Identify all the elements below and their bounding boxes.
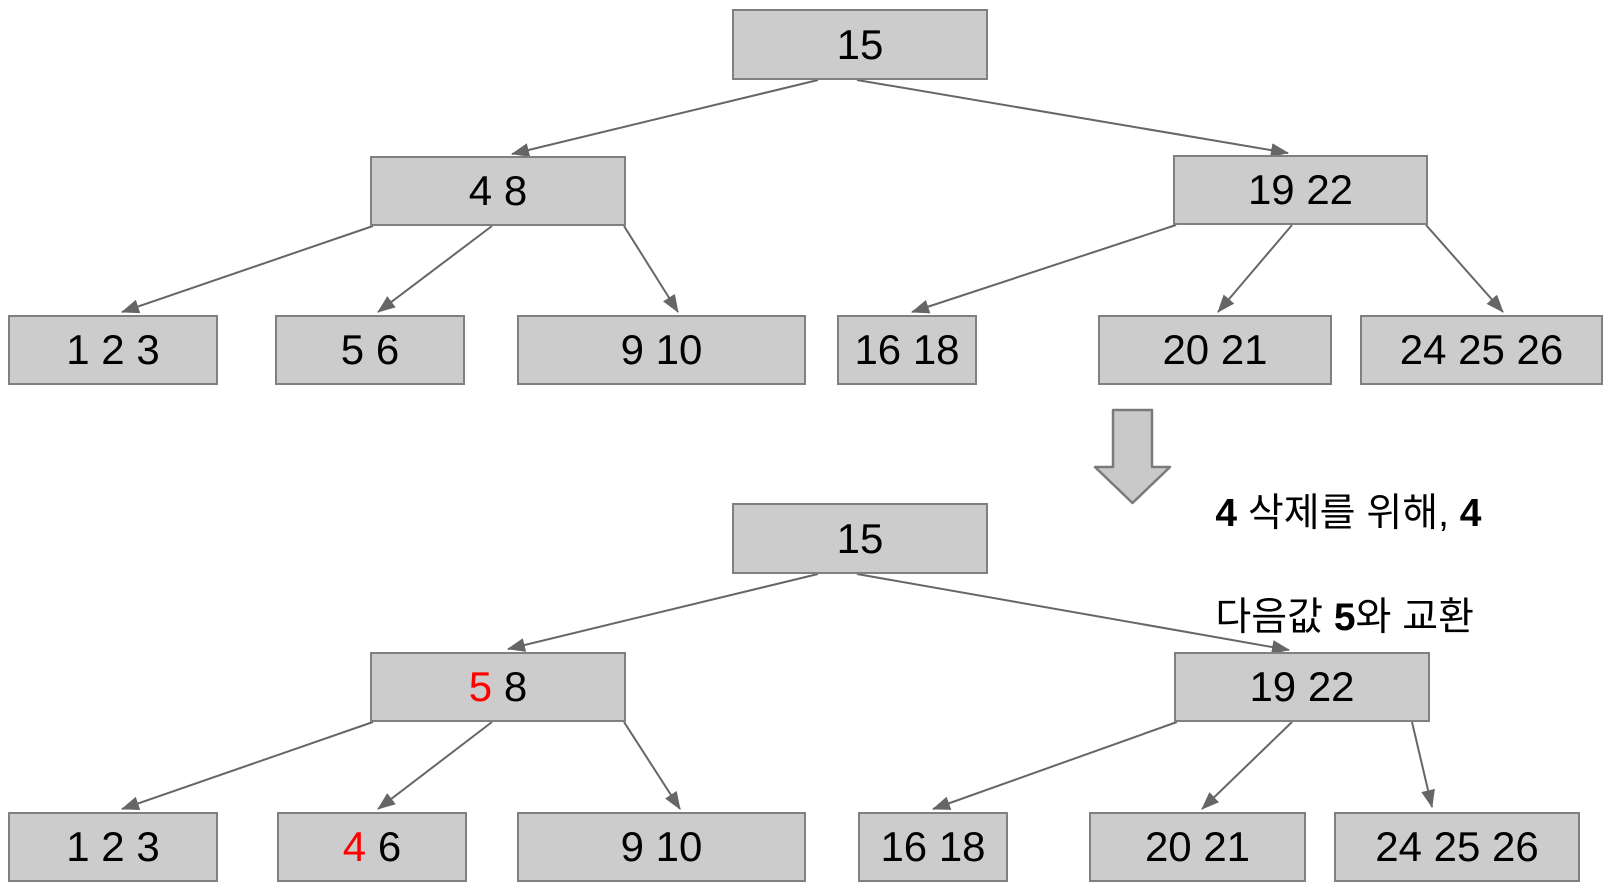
edge-after-r-child0 [932, 721, 1178, 810]
edge-before-l-child2 [623, 225, 679, 313]
node-label: 9 10 [620, 326, 703, 373]
node-label: 15 [836, 514, 884, 562]
edge-before-l-child0 [121, 225, 374, 314]
down-arrow-icon [1093, 408, 1172, 505]
edge-after-root-left [507, 573, 819, 652]
after-internal-right-node: 19 22 [1174, 652, 1430, 722]
node-label: 20 21 [1162, 326, 1268, 373]
annotation-line1: 4 삭제를 위해, 4 [1215, 492, 1482, 535]
before-leaf-5-6: 5 6 [275, 315, 465, 385]
node-label: 4 8 [468, 167, 528, 214]
node-label: 24 25 26 [1399, 326, 1564, 373]
before-leaf-1-2-3: 1 2 3 [8, 315, 218, 385]
annotation-line2: 다음값 5와 교환 [1215, 596, 1475, 639]
before-leaf-16-18: 16 18 [837, 315, 977, 385]
after-leaf-24-25-26: 24 25 26 [1334, 812, 1580, 882]
after-leaf-20-21: 20 21 [1089, 812, 1306, 882]
edge-after-r-child2 [1411, 721, 1435, 808]
after-leaf-4-6: 4 6 [277, 812, 467, 882]
before-leaf-20-21: 20 21 [1098, 315, 1332, 385]
node-label: 4 6 [342, 823, 402, 870]
before-leaf-24-25-26: 24 25 26 [1360, 315, 1603, 385]
deletion-annotation: 4 삭제를 위해, 4 다음값 5와 교환 [1172, 436, 1602, 696]
before-internal-left-node: 4 8 [370, 156, 626, 226]
swapped-value-4: 4 [342, 823, 367, 870]
node-label: 16 18 [880, 823, 986, 870]
after-root-node: 15 [732, 503, 988, 574]
after-leaf-1-2-3: 1 2 3 [8, 812, 218, 882]
after-leaf-9-10: 9 10 [517, 812, 806, 882]
after-leaf-16-18: 16 18 [858, 812, 1008, 882]
edge-after-l-child2 [623, 721, 681, 810]
edge-before-r-child1 [1217, 224, 1293, 313]
edge-after-root-right [856, 573, 1290, 654]
node-label: 5 8 [468, 663, 528, 710]
edge-before-r-child0 [911, 224, 1177, 314]
node-label: 1 2 3 [66, 326, 160, 373]
edge-before-root-left [511, 79, 819, 157]
swapped-value-5: 5 [468, 663, 493, 710]
edge-before-r-child2 [1425, 224, 1504, 313]
edge-after-l-child1 [377, 721, 493, 810]
node-label: 15 [836, 20, 884, 68]
edge-after-l-child0 [121, 721, 374, 811]
node-label: 24 25 26 [1375, 823, 1539, 870]
node-label: 16 18 [854, 326, 960, 373]
before-internal-right-node: 19 22 [1173, 155, 1428, 225]
before-root-node: 15 [732, 9, 988, 80]
edge-before-l-child1 [377, 225, 493, 313]
node-label: 5 6 [340, 326, 400, 373]
node-label: 19 22 [1249, 663, 1355, 710]
edge-before-root-right [856, 79, 1289, 158]
node-label: 19 22 [1247, 166, 1354, 213]
node-label: 1 2 3 [66, 823, 160, 870]
after-internal-left-node: 5 8 [370, 652, 626, 722]
node-label: 20 21 [1144, 823, 1251, 870]
edge-after-r-child1 [1201, 721, 1293, 810]
before-leaf-9-10: 9 10 [517, 315, 806, 385]
node-label: 9 10 [620, 823, 703, 870]
